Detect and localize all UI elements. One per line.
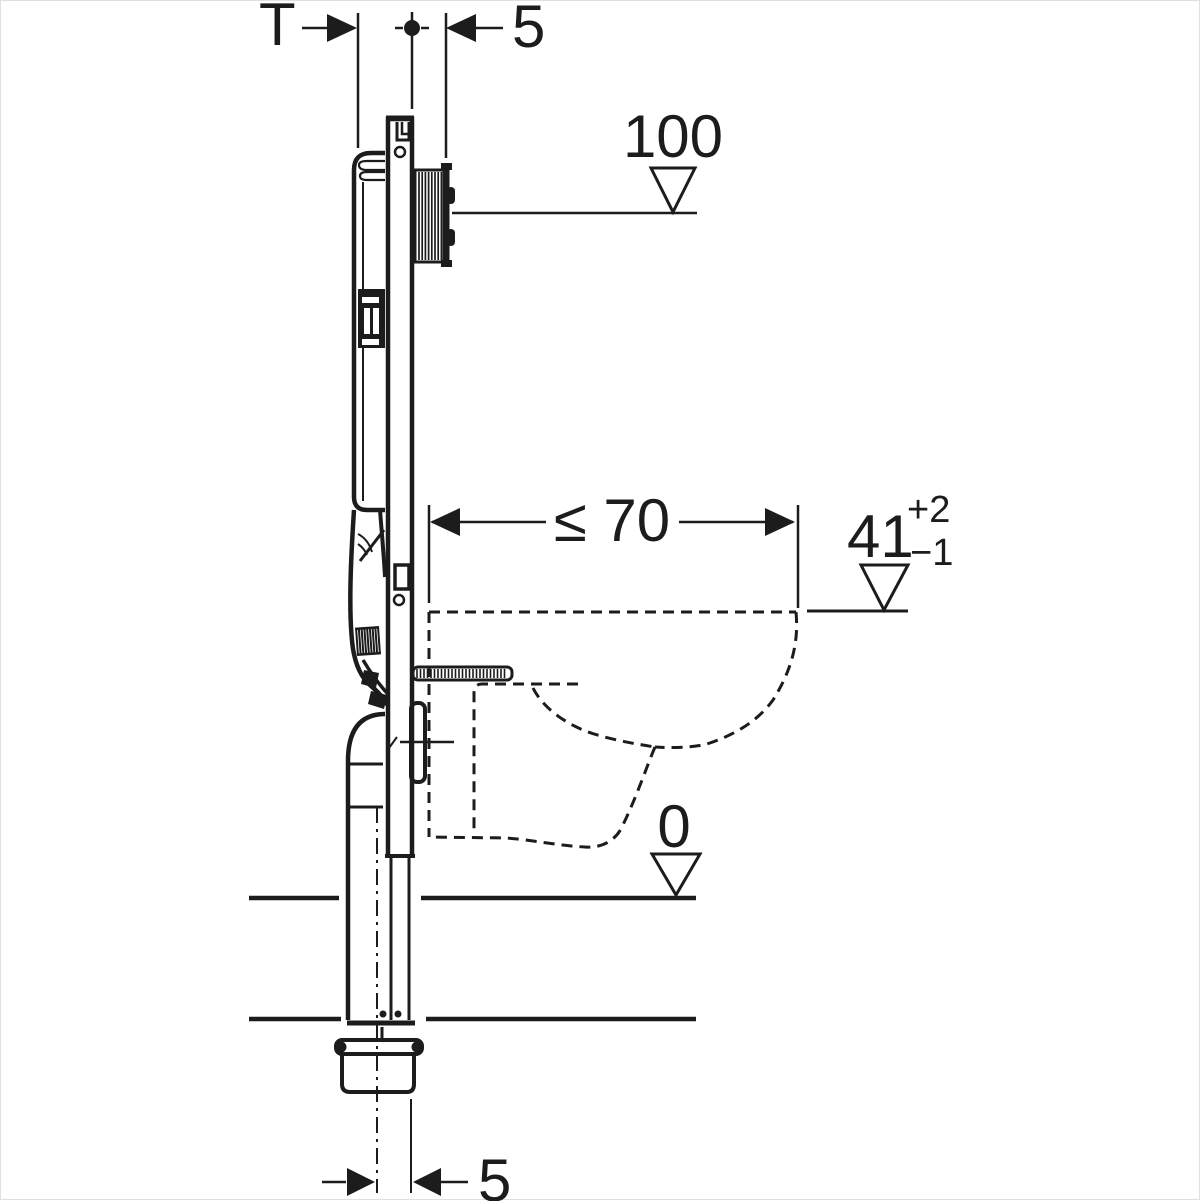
box-clip-bottom	[447, 229, 455, 246]
level-marker-0: 0	[649, 793, 703, 898]
toilet-bowl-outline	[427, 610, 799, 849]
cistern-funnel-arc-2	[357, 543, 368, 556]
cistern-lid-seam-1	[357, 159, 385, 172]
bottom-offset-label: 5	[478, 1147, 511, 1201]
box-hatch	[418, 172, 443, 260]
socket-body	[340, 1054, 416, 1094]
dim-install-depth: T	[259, 1, 360, 148]
leg-pin-left	[379, 1010, 387, 1018]
outlet-height-tol-minus: −1	[910, 532, 953, 574]
valve-slot-right	[373, 308, 379, 334]
depth-arrowhead	[327, 14, 357, 42]
rail-hook-inner	[400, 122, 409, 136]
bend-inner	[378, 509, 387, 578]
leg-pin-right	[394, 1010, 402, 1018]
sleeve-edges	[355, 625, 381, 657]
cistern-lid-seam-2	[358, 170, 385, 182]
cistern-tank	[351, 150, 386, 562]
socket-flange	[334, 1038, 424, 1056]
dim-bowl-projection: ≤ 70	[427, 487, 800, 608]
bottom-arrowhead-right	[413, 1168, 441, 1196]
outlet-height-tol-plus: +2	[907, 489, 950, 531]
valve-slot-left	[364, 308, 370, 334]
offset-arrowhead	[446, 14, 476, 42]
drain-pipe	[345, 711, 386, 1020]
supply-tick	[388, 736, 398, 749]
bowl-front-curve	[654, 611, 799, 750]
flush-valve-unit	[358, 289, 385, 348]
level-marker-100: 100	[452, 103, 723, 216]
rod-threads	[416, 669, 506, 678]
bowl-rim-curve	[531, 687, 656, 749]
socket-flange-end-left	[335, 1041, 347, 1053]
clamp-upper	[361, 670, 379, 688]
level-100-label: 100	[623, 103, 723, 170]
box-cap-bottom	[441, 260, 452, 267]
box-cap-top	[441, 163, 452, 170]
elbow-clamps	[361, 670, 387, 709]
corrugated-sleeve	[355, 625, 381, 657]
clamp-lower	[368, 691, 387, 709]
rail-hole-mid	[392, 593, 406, 607]
dim-bottom-offset: 5	[322, 1099, 511, 1201]
level-41-triangle	[858, 563, 911, 614]
cistern-funnel-arc-1	[357, 533, 373, 553]
socket-flange-end-right	[411, 1041, 423, 1053]
valve-slot-bottom	[362, 339, 379, 345]
top-offset-label: 5	[512, 1, 545, 60]
floor-lines	[249, 895, 696, 1022]
outlet-height-label: 41	[847, 503, 914, 570]
threaded-rod	[411, 665, 514, 682]
rail-hole-top	[393, 145, 407, 159]
dim-top-offset: 5	[395, 1, 545, 158]
bowl-underside-curve	[428, 746, 657, 849]
projection-arrowhead-left	[430, 508, 460, 536]
rail-hook-detail	[395, 122, 411, 142]
floor-level-label: 0	[657, 793, 690, 860]
level-0-triangle	[649, 852, 703, 898]
rail-slot	[393, 563, 411, 591]
bowl-inner-outline	[472, 682, 578, 834]
frame-rail	[347, 115, 415, 1026]
valve-slot-top	[362, 297, 379, 303]
bowl-projection-label: ≤ 70	[554, 487, 670, 554]
cistern-funnel-diagonal	[358, 529, 386, 562]
box-clip-top	[447, 187, 455, 204]
protection-box	[413, 163, 455, 267]
level-100-triangle	[648, 166, 698, 216]
projection-arrowhead-right	[765, 508, 795, 536]
water-supply-connector	[388, 701, 454, 784]
bottom-arrowhead-left	[347, 1168, 375, 1196]
drain-socket	[334, 1027, 424, 1094]
install-depth-label: T	[259, 1, 296, 58]
sleeve-ribs	[355, 627, 381, 655]
rail-leg	[389, 858, 411, 1020]
rod-outline	[411, 665, 514, 682]
level-marker-41: 41 +2 −1	[807, 489, 953, 614]
cistern-outline	[351, 150, 385, 513]
drain-corner	[345, 711, 386, 1020]
